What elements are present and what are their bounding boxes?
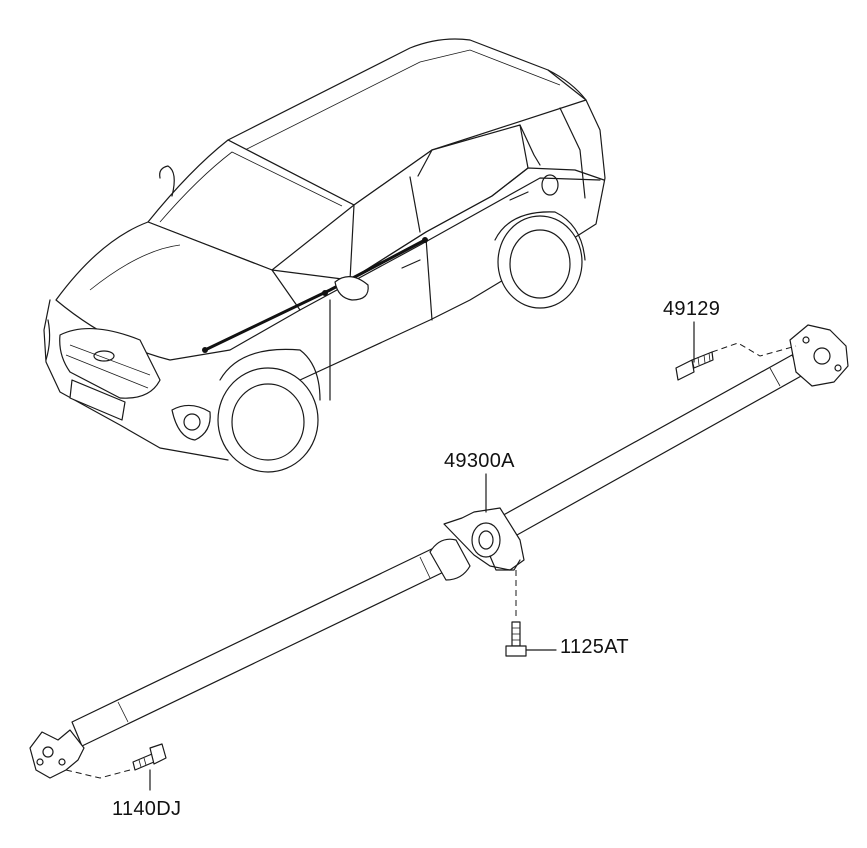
propeller-shaft-assembly <box>29 324 849 779</box>
part-label-1140DJ: 1140DJ <box>112 798 182 820</box>
bolt-49129 <box>675 351 714 381</box>
leader-lines <box>65 321 797 791</box>
rear-flex-coupling <box>789 324 849 387</box>
vehicle-illustration <box>43 38 606 473</box>
center-bearing-bracket <box>443 507 525 571</box>
bolt-1140DJ <box>132 743 167 771</box>
part-label-49300A: 49300A <box>444 450 515 472</box>
part-label-1125AT: 1125AT <box>560 636 629 658</box>
front-flange-yoke <box>29 729 85 779</box>
bolt-1125AT <box>505 621 527 657</box>
part-label-49129: 49129 <box>663 298 721 320</box>
